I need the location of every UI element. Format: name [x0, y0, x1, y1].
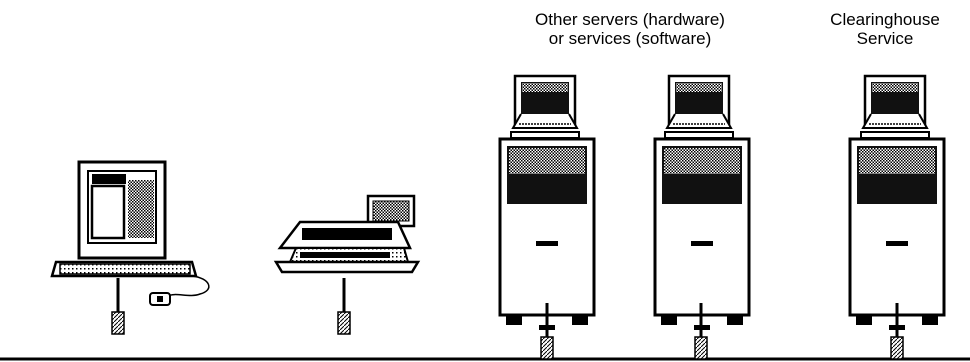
server-2-icon — [655, 76, 749, 330]
server-1-icon — [500, 76, 594, 330]
workstation-icon — [52, 162, 209, 305]
clearinghouse-server-icon — [850, 76, 944, 330]
printer-icon — [276, 196, 418, 272]
